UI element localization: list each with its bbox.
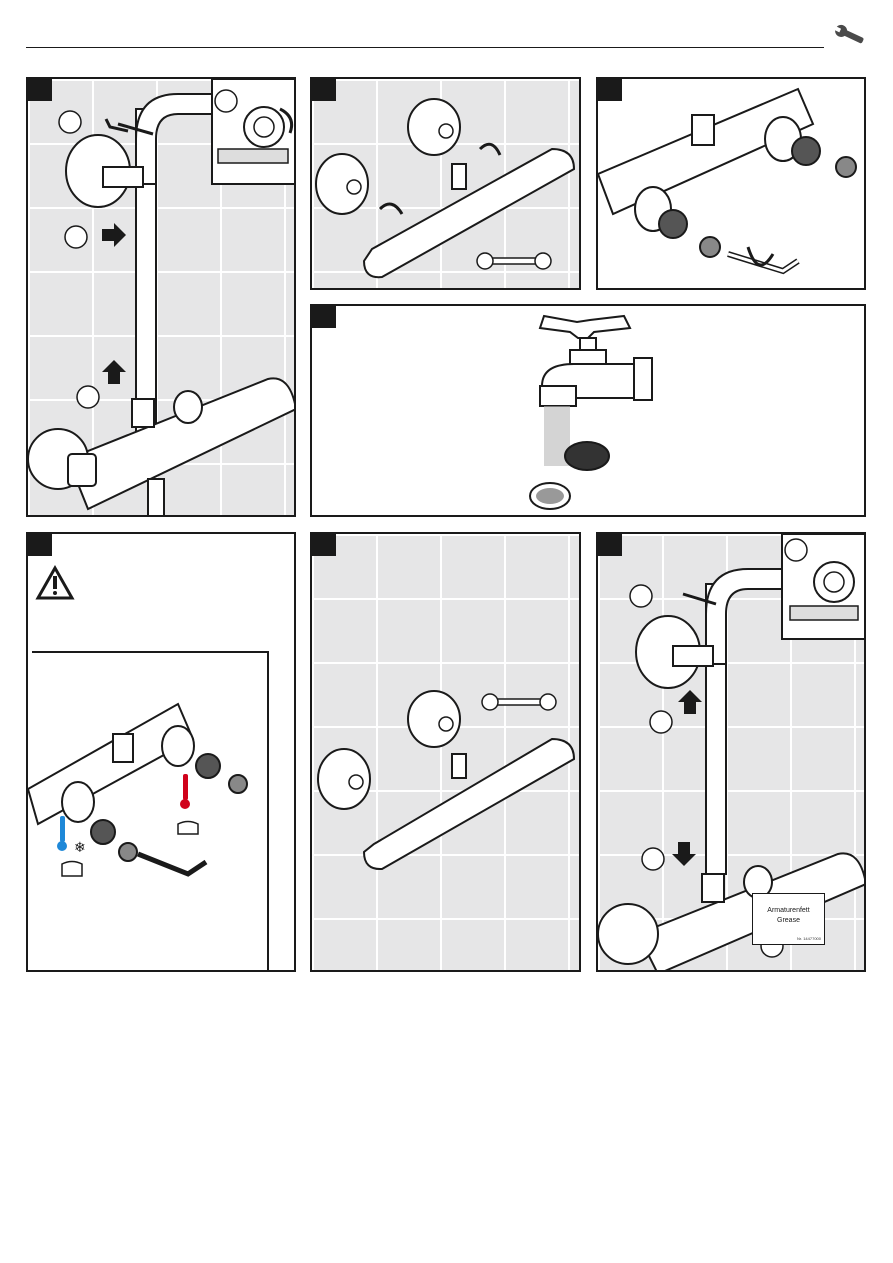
step-tag bbox=[598, 534, 622, 556]
svg-text:❄: ❄ bbox=[74, 840, 86, 856]
grease-label-line2: Grease bbox=[753, 916, 824, 926]
step-2-illustration bbox=[312, 79, 581, 290]
header-rule bbox=[26, 47, 824, 48]
grease-label: Armaturenfett Grease Nr. 14477000 bbox=[752, 893, 825, 945]
grease-label-line1: Armaturenfett bbox=[753, 906, 824, 916]
step-5-illustration: ❄ bbox=[28, 534, 296, 972]
step-tag bbox=[312, 79, 336, 101]
step-panel-5: ❄ bbox=[26, 532, 296, 972]
step-tag bbox=[312, 534, 336, 556]
step-tag bbox=[28, 534, 52, 556]
step-4-illustration bbox=[312, 306, 866, 517]
step-1-illustration bbox=[28, 79, 296, 517]
step-panel-7 bbox=[596, 532, 866, 972]
step-tag bbox=[312, 306, 336, 328]
step-tag bbox=[598, 79, 622, 101]
spanner-icon bbox=[482, 694, 556, 710]
step-7-illustration bbox=[598, 534, 866, 972]
cold-thermometer-icon: ❄ bbox=[57, 816, 86, 876]
warning-icon bbox=[38, 568, 72, 598]
spanner-icon bbox=[477, 253, 551, 269]
wrench-icon bbox=[832, 22, 872, 50]
step-panel-6 bbox=[310, 532, 581, 972]
step-panel-3 bbox=[596, 77, 866, 290]
grease-part-number: Nr. 14477000 bbox=[797, 936, 821, 941]
step-panel-4 bbox=[310, 304, 866, 517]
step-panel-1 bbox=[26, 77, 296, 517]
step-tag bbox=[28, 79, 52, 101]
step-6-illustration bbox=[312, 534, 581, 972]
step-panel-2 bbox=[310, 77, 581, 290]
hot-thermometer-icon bbox=[178, 774, 198, 834]
step-3-illustration bbox=[598, 79, 866, 290]
